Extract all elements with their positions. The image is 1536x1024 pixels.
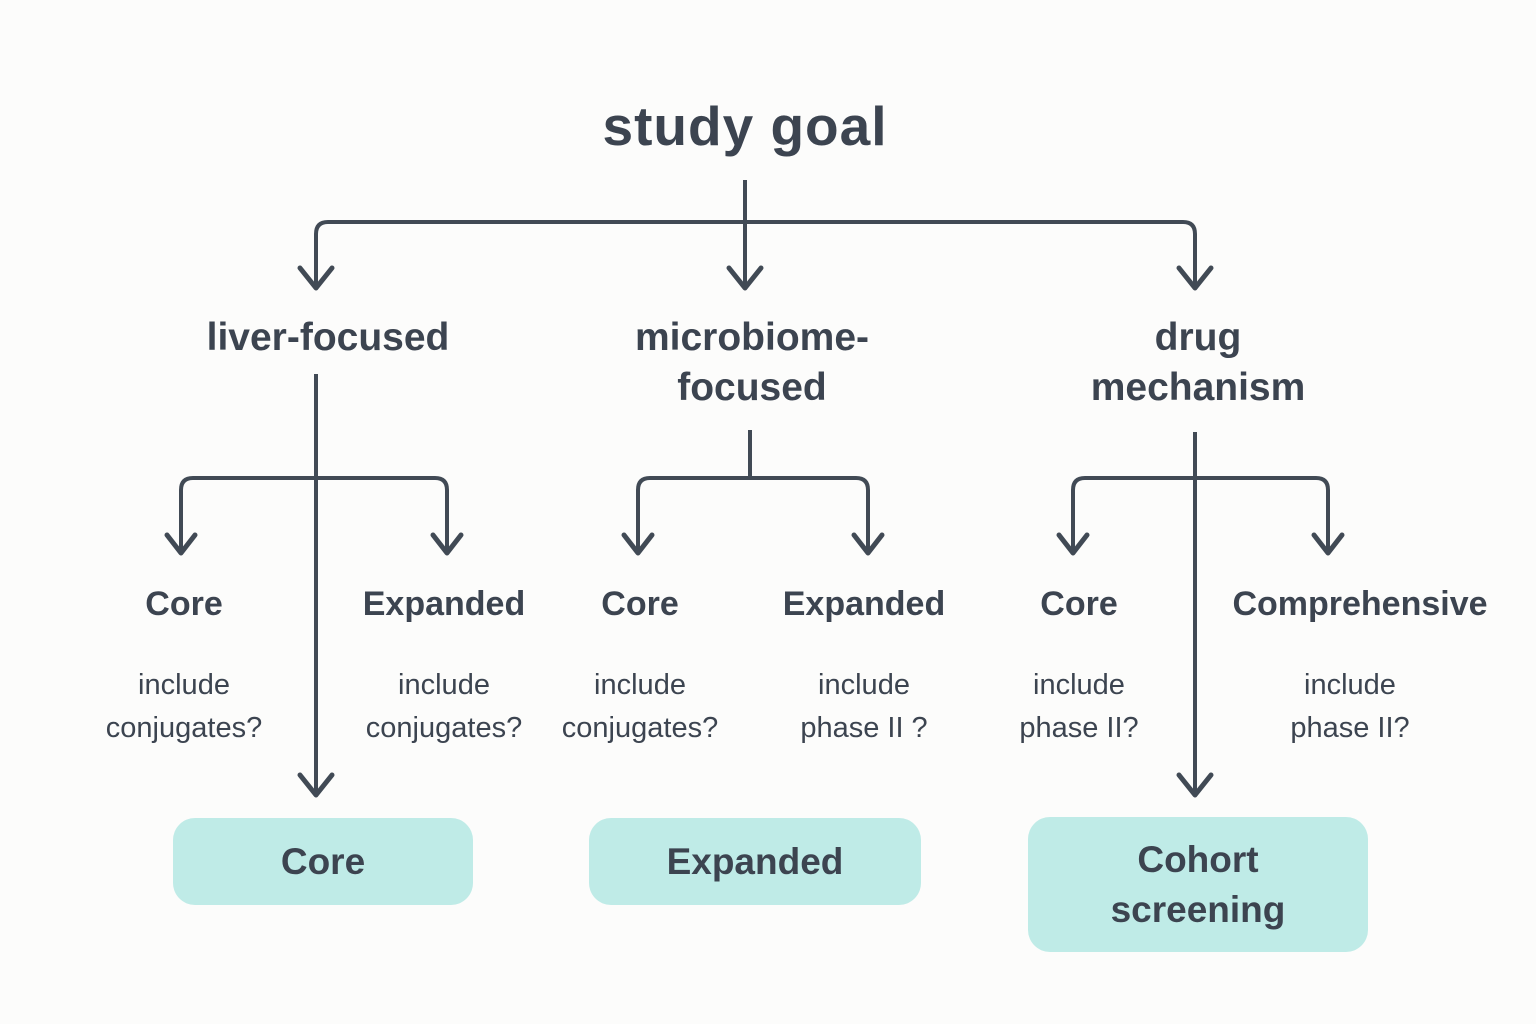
question-line: conjugates? <box>561 712 719 744</box>
question-liver-core: include conjugates? <box>106 664 262 750</box>
question-drug-comprehensive: include phase II? <box>1290 664 1409 750</box>
option-microbiome-expanded: Expanded <box>782 585 946 623</box>
question-line: include <box>594 669 686 701</box>
question-microbiome-expanded: include phase II ? <box>800 664 927 750</box>
outcome-label: Core <box>280 840 366 882</box>
outcome-label-line: screening <box>1110 888 1286 930</box>
arrow-head <box>1311 532 1345 556</box>
branch-label-line: microbiome- <box>634 316 870 359</box>
option-drug-core: Core <box>1040 585 1118 623</box>
outcome-box-core: Core <box>173 818 473 905</box>
arrow-head <box>164 532 198 556</box>
diagram-title: study goal <box>602 95 888 157</box>
branch-label-line: drug <box>1154 316 1242 359</box>
question-line: phase II? <box>1019 712 1139 744</box>
outcome-box-cohort-screening: Cohort screening <box>1028 817 1368 952</box>
arrow-head <box>726 265 764 291</box>
arrow-head <box>1056 532 1090 556</box>
outcome-label-line: Cohort <box>1137 838 1259 880</box>
arrow-head <box>621 532 655 556</box>
branch-label-liver-focused: liver-focused <box>207 313 450 363</box>
question-line: include <box>138 669 230 701</box>
question-liver-expanded: include conjugates? <box>366 664 522 750</box>
question-line: conjugates? <box>105 712 263 744</box>
option-liver-core: Core <box>145 585 223 623</box>
top-branch-connector <box>314 220 1197 286</box>
outcome-label: Cohort screening <box>1111 835 1286 935</box>
question-line: phase II ? <box>800 712 928 744</box>
liver-split-connector <box>179 476 449 551</box>
arrow-head <box>1176 772 1214 798</box>
question-line: conjugates? <box>365 712 523 744</box>
branch-label-line: liver-focused <box>206 316 450 359</box>
outcome-label: Expanded <box>666 840 844 882</box>
arrow-head <box>851 532 885 556</box>
branch-label-line: focused <box>677 366 827 409</box>
option-microbiome-core: Core <box>601 585 679 623</box>
question-drug-core: include phase II? <box>1019 664 1138 750</box>
drug-split-connector <box>1071 476 1330 551</box>
branch-label-line: mechanism <box>1090 366 1306 409</box>
option-liver-expanded: Expanded <box>362 585 526 623</box>
branch-label-drug-mechanism: drug mechanism <box>1091 313 1306 413</box>
outcome-box-expanded: Expanded <box>589 818 921 905</box>
question-line: include <box>818 669 910 701</box>
arrow-head <box>297 772 335 798</box>
arrow-head <box>1176 265 1214 291</box>
question-line: phase II? <box>1290 712 1410 744</box>
branch-label-microbiome-focused: microbiome- focused <box>635 313 869 413</box>
option-drug-comprehensive: Comprehensive <box>1232 585 1488 623</box>
question-line: include <box>1304 669 1396 701</box>
question-line: include <box>398 669 490 701</box>
question-microbiome-core: include conjugates? <box>562 664 718 750</box>
arrow-head <box>297 265 335 291</box>
microbiome-split-connector <box>636 476 870 551</box>
question-line: include <box>1033 669 1125 701</box>
arrow-head <box>430 532 464 556</box>
